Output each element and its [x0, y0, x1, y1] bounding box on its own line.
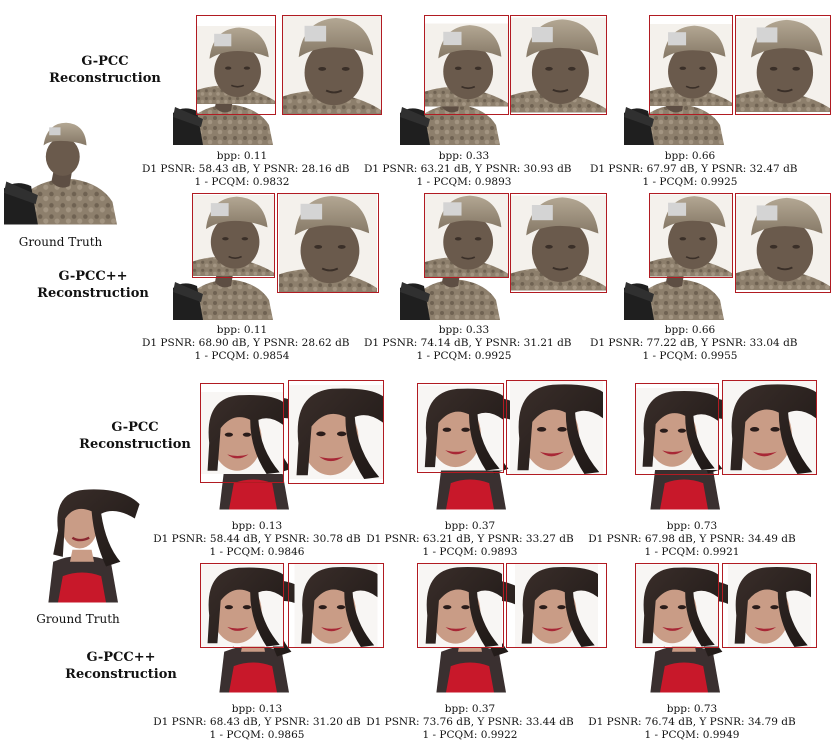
- zoom-box-inset: [200, 563, 284, 648]
- caption-metrics: bpp: 0.13 D1 PSNR: 68.43 dB, Y PSNR: 31.…: [153, 703, 361, 741]
- zoom-box-detail: [722, 380, 817, 475]
- caption-metrics: bpp: 0.66 D1 PSNR: 67.97 dB, Y PSNR: 32.…: [590, 150, 798, 188]
- zoom-box-inset: [192, 193, 275, 278]
- ground-truth-image: [4, 103, 117, 233]
- zoom-box-detail: [722, 563, 817, 648]
- caption-metrics: bpp: 0.11 D1 PSNR: 58.43 dB, Y PSNR: 28.…: [142, 150, 350, 188]
- row-label-gpcc: G-PCC Reconstruction: [79, 420, 191, 452]
- zoom-box-inset: [424, 193, 509, 278]
- caption-metrics: bpp: 0.33 D1 PSNR: 74.14 dB, Y PSNR: 31.…: [364, 324, 572, 362]
- zoom-box-inset: [649, 15, 733, 115]
- zoom-box-inset: [417, 383, 504, 473]
- ground-truth-label: Ground Truth: [18, 235, 103, 249]
- caption-metrics: bpp: 0.73 D1 PSNR: 67.98 dB, Y PSNR: 34.…: [588, 520, 796, 558]
- zoom-box-inset: [196, 15, 276, 115]
- caption-metrics: bpp: 0.33 D1 PSNR: 63.21 dB, Y PSNR: 30.…: [364, 150, 572, 188]
- caption-metrics: bpp: 0.11 D1 PSNR: 68.90 dB, Y PSNR: 28.…: [142, 324, 350, 362]
- zoom-box-detail: [735, 193, 831, 293]
- zoom-box-inset: [417, 563, 504, 648]
- zoom-box-detail: [510, 15, 607, 115]
- zoom-box-inset: [635, 563, 719, 648]
- zoom-box-detail: [288, 563, 384, 648]
- caption-metrics: bpp: 0.66 D1 PSNR: 77.22 dB, Y PSNR: 33.…: [590, 324, 798, 362]
- zoom-box-detail: [277, 193, 379, 293]
- caption-metrics: bpp: 0.73 D1 PSNR: 76.74 dB, Y PSNR: 34.…: [588, 703, 796, 741]
- ground-truth-label: Ground Truth: [36, 612, 120, 626]
- zoom-box-detail: [506, 563, 607, 648]
- zoom-box-detail: [735, 15, 831, 115]
- zoom-box-detail: [510, 193, 607, 293]
- row-label-gpcc: G-PCC Reconstruction: [49, 54, 161, 86]
- zoom-box-inset: [649, 193, 733, 278]
- zoom-box-inset: [200, 383, 284, 483]
- row-label-gpcc-plus: G-PCC++ Reconstruction: [37, 269, 149, 301]
- caption-metrics: bpp: 0.37 D1 PSNR: 73.76 dB, Y PSNR: 33.…: [366, 703, 574, 741]
- caption-metrics: bpp: 0.37 D1 PSNR: 63.21 dB, Y PSNR: 33.…: [366, 520, 574, 558]
- ground-truth-image: [22, 475, 142, 610]
- row-label-gpcc-plus: G-PCC++ Reconstruction: [65, 650, 177, 682]
- zoom-box-inset: [424, 15, 509, 115]
- zoom-box-inset: [635, 383, 719, 475]
- zoom-box-detail: [288, 380, 384, 484]
- zoom-box-detail: [282, 15, 382, 115]
- zoom-box-detail: [506, 380, 607, 475]
- caption-metrics: bpp: 0.13 D1 PSNR: 58.44 dB, Y PSNR: 30.…: [153, 520, 361, 558]
